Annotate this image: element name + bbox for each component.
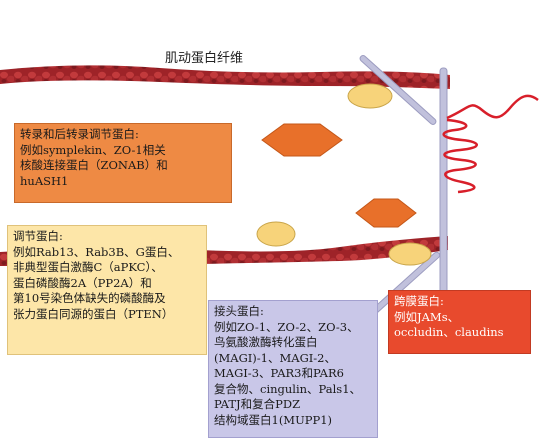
adaptor-proteins-box: 接头蛋白: 例如ZO-1、ZO-2、ZO-3、 鸟氨酸激酶转化蛋白 (MAGI)… bbox=[208, 300, 378, 438]
hexagon-protein-1 bbox=[261, 123, 343, 157]
oval-protein-2 bbox=[256, 221, 296, 247]
transmembrane-proteins-box: 跨膜蛋白: 例如JAMs、 occludin、claudins bbox=[388, 290, 531, 354]
adaptor-line-5: MAGI-3、PAR3和PAR6 bbox=[214, 366, 344, 380]
transcription-line-3: 核酸连接蛋白（ZONAB）和 bbox=[20, 158, 168, 172]
regulatory-line-6: 张力蛋白同源的蛋白（PTEN） bbox=[13, 306, 174, 321]
membrane-rod-upper-diagonal bbox=[359, 55, 437, 125]
adaptor-line-7: PATJ和复合PDZ bbox=[214, 397, 301, 411]
actin-filament-upper bbox=[0, 65, 450, 89]
adaptor-line-3: 鸟氨酸激酶转化蛋白 bbox=[214, 335, 318, 349]
adaptor-line-4: (MAGI)-1、MAGI-2、 bbox=[214, 350, 336, 365]
hexagon-protein-2 bbox=[355, 198, 417, 228]
regulatory-line-3: 非典型蛋白激酶C（aPKC）、 bbox=[13, 260, 163, 274]
regulatory-line-1: 调节蛋白: bbox=[13, 229, 63, 243]
oval-protein-3 bbox=[388, 242, 432, 266]
adaptor-line-8: 结构域蛋白1(MUPP1) bbox=[214, 412, 333, 427]
transmembrane-line-2: 例如JAMs、 bbox=[394, 309, 460, 324]
regulatory-line-2: 例如Rab13、Rab3B、G蛋白、 bbox=[13, 244, 180, 259]
transmembrane-line-3: occludin、claudins bbox=[394, 325, 504, 339]
transcription-line-4: huASH1 bbox=[20, 173, 69, 188]
transcription-line-2: 例如symplekin、ZO-1相关 bbox=[20, 142, 166, 157]
transmembrane-line-1: 跨膜蛋白: bbox=[394, 294, 444, 308]
oval-protein-1 bbox=[347, 83, 393, 109]
adaptor-line-1: 接头蛋白: bbox=[214, 304, 264, 318]
regulatory-proteins-box: 调节蛋白: 例如Rab13、Rab3B、G蛋白、 非典型蛋白激酶C（aPKC）、… bbox=[7, 225, 207, 355]
wavy-protein bbox=[442, 94, 539, 194]
adaptor-line-2: 例如ZO-1、ZO-2、ZO-3、 bbox=[214, 319, 359, 334]
regulatory-line-4: 蛋白磷酸酶2A（PP2A）和 bbox=[13, 275, 152, 290]
adaptor-line-6: 复合物、cingulin、Pals1、 bbox=[214, 381, 362, 396]
regulatory-line-5: 第10号染色体缺失的磷酸酶及 bbox=[13, 291, 166, 305]
transcription-proteins-box: 转录和后转录调节蛋白: 例如symplekin、ZO-1相关 核酸连接蛋白（ZO… bbox=[14, 123, 232, 203]
transcription-line-1: 转录和后转录调节蛋白: bbox=[20, 127, 139, 141]
membrane-rod-vertical bbox=[439, 67, 448, 301]
diagram-title: 肌动蛋白纤维 bbox=[165, 51, 244, 66]
